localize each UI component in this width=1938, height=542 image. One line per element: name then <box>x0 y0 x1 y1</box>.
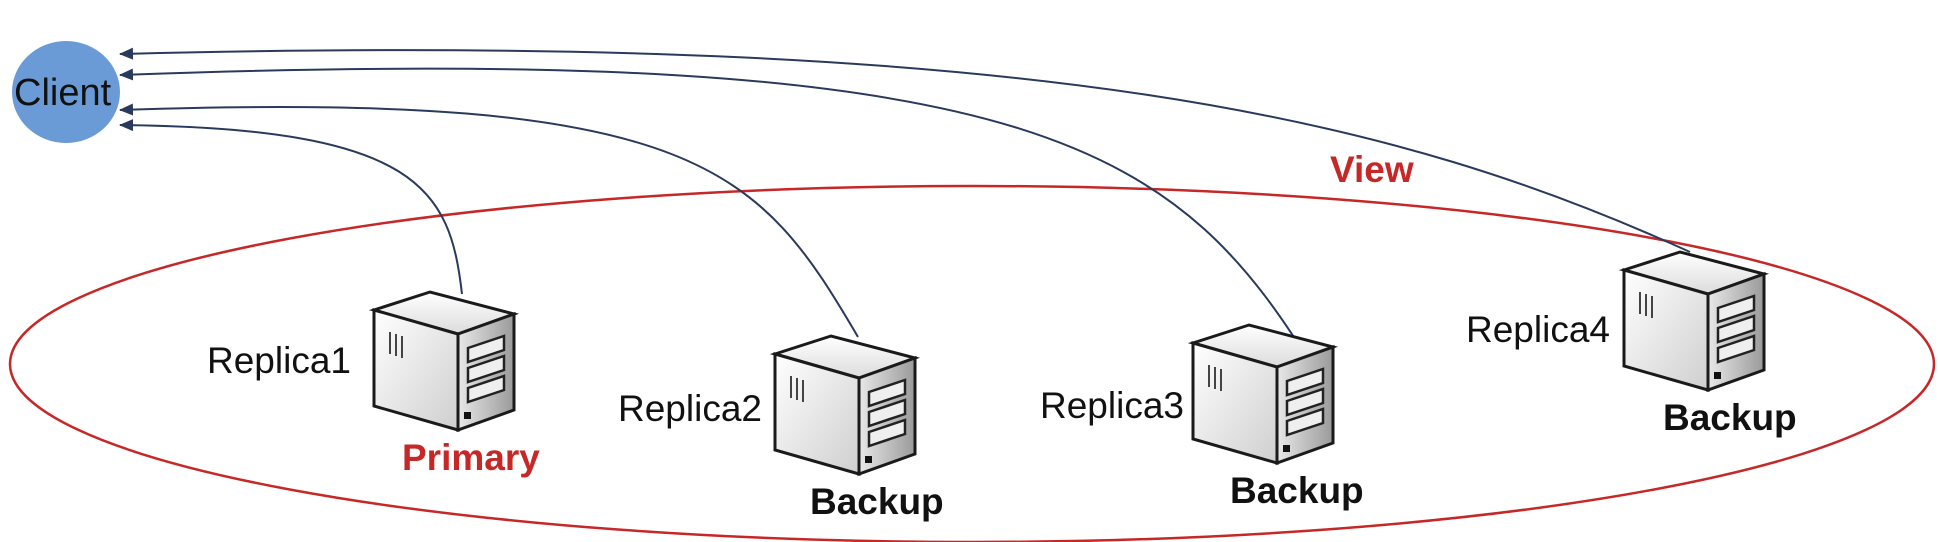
role-label: Backup <box>1230 470 1364 511</box>
replica-name: Replica3 <box>1040 385 1184 426</box>
role-label: Backup <box>810 481 944 522</box>
reply-arrow-replica4 <box>119 47 1691 253</box>
role-label: Backup <box>1663 397 1797 438</box>
replica-2: Replica2 Backup <box>618 334 944 522</box>
server-icon <box>1191 323 1335 465</box>
replica-name: Replica2 <box>618 388 762 429</box>
server-icon <box>372 290 516 432</box>
client-node: Client <box>12 41 120 143</box>
role-label: Primary <box>402 437 540 478</box>
server-icon <box>773 334 917 476</box>
view-label: View <box>1330 149 1414 190</box>
view-ellipse <box>9 184 1935 542</box>
replica-1: Replica1 Primary <box>207 290 540 478</box>
reply-arrow-replica1 <box>119 119 463 295</box>
reply-arrow-replica3 <box>119 67 1319 376</box>
replica-4: Replica4 Backup <box>1466 250 1797 438</box>
server-icon <box>1622 250 1766 392</box>
replica-name: Replica4 <box>1466 309 1610 350</box>
reply-arrow-replica2 <box>119 103 859 338</box>
replica-3: Replica3 Backup <box>1040 323 1364 511</box>
replica-name: Replica1 <box>207 340 351 381</box>
client-label: Client <box>14 72 112 114</box>
